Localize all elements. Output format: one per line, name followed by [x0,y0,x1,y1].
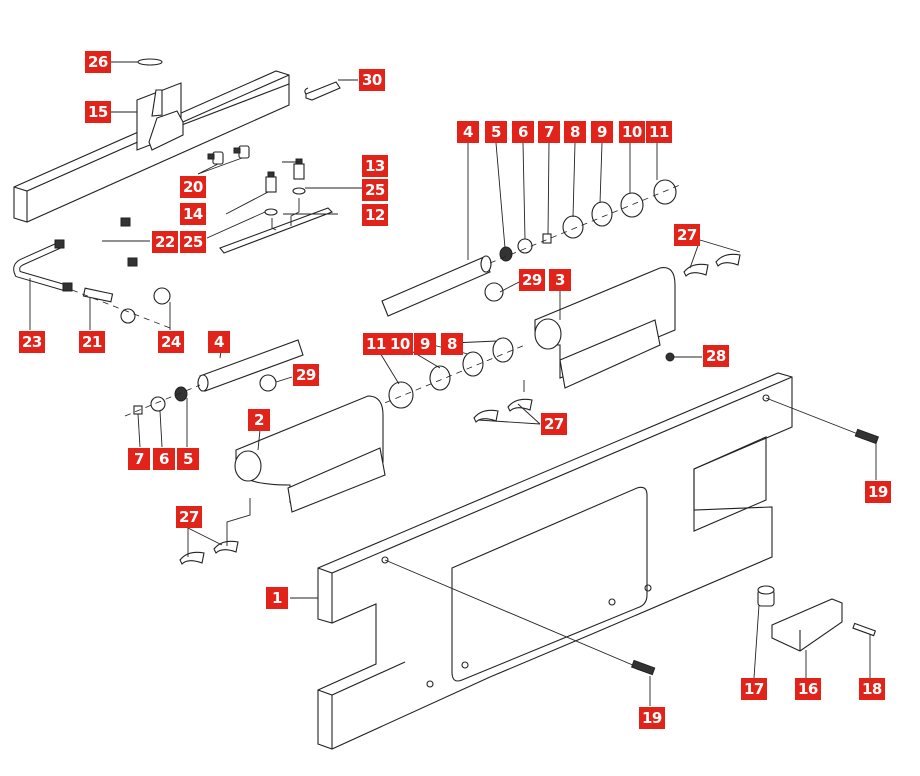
callout-6-lower[interactable]: 6 [153,448,175,470]
part-elbows [207,145,250,165]
callout-25-left[interactable]: 25 [180,231,206,253]
part-roller [757,585,775,607]
callout-21[interactable]: 21 [79,331,105,353]
callout-23[interactable]: 23 [19,331,45,353]
part-stop-lower [259,374,277,392]
callout-11-upper[interactable]: 11 [646,121,672,143]
part-cover-plate [219,207,333,254]
callout-4-upper[interactable]: 4 [457,121,479,143]
callout-30[interactable]: 30 [359,69,385,91]
part-stop-upper [484,282,504,302]
part-housing-left [234,395,386,513]
callout-11-lower[interactable]: 11 [363,333,389,355]
callout-19-lower[interactable]: 19 [639,707,665,729]
callout-14[interactable]: 14 [180,203,206,225]
callout-16[interactable]: 16 [795,678,821,700]
callout-8-upper[interactable]: 8 [564,121,586,143]
callout-3[interactable]: 3 [549,269,571,291]
part-bolt-lower [630,659,656,676]
callout-2[interactable]: 2 [248,409,270,431]
callout-10-upper[interactable]: 10 [619,121,645,143]
callout-29-lower[interactable]: 29 [293,364,319,386]
callout-9-upper[interactable]: 9 [591,121,613,143]
callout-27-lower[interactable]: 27 [176,506,202,528]
callout-19-right[interactable]: 19 [865,481,891,503]
callout-13[interactable]: 13 [362,155,388,177]
callout-27-middle[interactable]: 27 [541,413,567,435]
callout-9-lower[interactable]: 9 [414,333,436,355]
part-shaft-upper [381,255,492,317]
part-rail [13,70,290,223]
part-shaft-lower [197,339,304,392]
callout-26[interactable]: 26 [85,51,111,73]
callout-29-upper[interactable]: 29 [519,269,545,291]
part-coupling-a [120,308,136,324]
callout-22[interactable]: 22 [152,231,178,253]
part-fittings [264,158,306,216]
part-pin [852,622,877,637]
callout-25-right[interactable]: 25 [362,179,388,201]
part-hoses [13,217,138,292]
callout-15[interactable]: 15 [85,101,111,123]
part-o-ring [137,58,163,66]
callout-5-upper[interactable]: 5 [485,121,507,143]
part-tube [82,287,114,303]
callout-5-lower[interactable]: 5 [177,448,199,470]
callout-27-upper[interactable]: 27 [674,224,700,246]
callout-1[interactable]: 1 [266,587,288,609]
callout-8-lower[interactable]: 8 [441,333,463,355]
callout-18[interactable]: 18 [859,678,885,700]
callout-17[interactable]: 17 [741,678,767,700]
callout-24[interactable]: 24 [158,331,184,353]
part-clip [304,81,341,101]
part-screw [665,352,675,362]
callout-6-upper[interactable]: 6 [512,121,534,143]
callout-20[interactable]: 20 [180,176,206,198]
callout-10-lower[interactable]: 10 [387,333,413,355]
part-base-frame [317,372,793,750]
callout-28[interactable]: 28 [703,345,729,367]
part-bolt-right [854,428,880,445]
callout-12[interactable]: 12 [362,204,388,226]
part-bracket-block [771,598,843,652]
callout-7-lower[interactable]: 7 [128,448,150,470]
callout-7-upper[interactable]: 7 [538,121,560,143]
leader-lines [29,61,877,706]
callout-4-lower[interactable]: 4 [208,331,230,353]
part-coupling-b [153,287,171,305]
part-housing-right [534,267,676,389]
